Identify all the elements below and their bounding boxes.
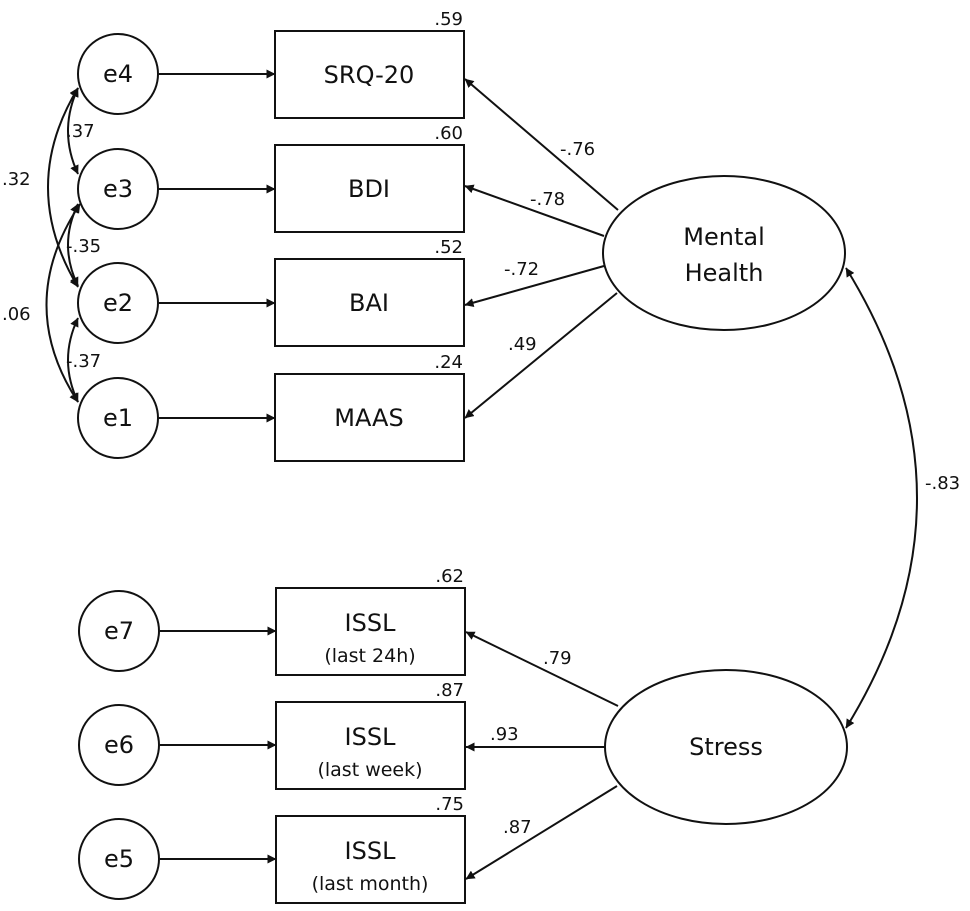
loading-st-isslmonth [465, 785, 618, 880]
latent-stress-label: Stress [689, 733, 763, 761]
indicator-bai-r2: .52 [434, 237, 463, 258]
loading-mh-maas [464, 292, 618, 419]
indicator-bai-label: BAI [349, 289, 389, 317]
cov-e4-e3-label: .37 [66, 121, 95, 142]
indicator-issl-month-label: ISSL [345, 837, 397, 865]
cov-e3-e2-label: -.35 [66, 236, 101, 257]
indicator-issl-24h: ISSL (last 24h) .62 [275, 566, 466, 676]
error-e1-label: e1 [103, 404, 133, 432]
indicator-srq20-label: SRQ-20 [324, 61, 415, 89]
error-e1: e1 [77, 377, 159, 459]
error-e3: e3 [77, 148, 159, 230]
indicator-issl-24h-r2: .62 [435, 566, 464, 587]
cov-mh-stress-label: -.83 [925, 473, 960, 494]
loading-mh-maas-label: .49 [508, 334, 537, 355]
error-e2-label: e2 [103, 289, 133, 317]
loading-st-issl24-label: .79 [543, 648, 572, 669]
indicator-issl-week-label: ISSL [345, 723, 397, 751]
cov-e4-e2-label: .32 [2, 169, 31, 190]
indicator-issl-week-sublabel: (last week) [317, 759, 422, 781]
indicator-issl-month-r2: .75 [435, 794, 464, 815]
latent-mental-health: Mental Health [602, 175, 846, 331]
loading-st-issl24 [465, 631, 619, 707]
cov-e2-e1-label: -.37 [66, 351, 101, 372]
error-e4: e4 [77, 33, 159, 115]
indicator-maas: MAAS .24 [274, 352, 465, 462]
loading-mh-bai-label: -.72 [504, 259, 539, 280]
indicator-maas-r2: .24 [434, 352, 463, 373]
indicator-issl-24h-sublabel: (last 24h) [324, 645, 415, 667]
indicator-issl-month-sublabel: (last month) [312, 873, 429, 895]
loading-mh-bdi-label: -.78 [530, 189, 565, 210]
error-e4-label: e4 [103, 60, 133, 88]
indicator-issl-week-r2: .87 [435, 680, 464, 701]
indicator-bdi-label: BDI [348, 175, 390, 203]
cov-e2-e1 [67, 317, 79, 403]
indicator-srq20-r2: .59 [434, 9, 463, 30]
cov-mh-stress [845, 267, 918, 729]
cov-e3-e1-label: .06 [2, 304, 31, 325]
indicator-bdi: BDI .60 [274, 123, 465, 233]
latent-mental-health-line1: Mental [683, 223, 764, 251]
error-e7: e7 [78, 590, 160, 672]
error-e5-label: e5 [104, 845, 134, 873]
error-e5: e5 [78, 818, 160, 900]
error-e2: e2 [77, 262, 159, 344]
loading-mh-srq20-label: -.76 [560, 139, 595, 160]
indicator-bai: BAI .52 [274, 237, 465, 347]
indicator-issl-month: ISSL (last month) .75 [275, 794, 466, 904]
latent-mental-health-line2: Health [685, 259, 764, 287]
error-e6: e6 [78, 704, 160, 786]
loading-st-isslmonth-label: .87 [503, 817, 532, 838]
loading-mh-bai [464, 265, 605, 308]
indicator-issl-24h-label: ISSL [345, 609, 397, 637]
indicator-issl-week: ISSL (last week) .87 [275, 680, 466, 790]
cov-e4-e2 [47, 87, 79, 288]
indicator-maas-label: MAAS [334, 404, 403, 432]
indicator-bdi-r2: .60 [434, 123, 463, 144]
error-e6-label: e6 [104, 731, 134, 759]
loading-st-isslweek-label: .93 [490, 724, 519, 745]
loading-mh-srq20 [464, 78, 619, 211]
loading-mh-bdi [464, 184, 605, 237]
cov-e3-e1 [45, 203, 81, 403]
error-e3-label: e3 [103, 175, 133, 203]
error-e7-label: e7 [104, 617, 134, 645]
indicator-srq20: SRQ-20 .59 [274, 9, 465, 119]
latent-stress: Stress [604, 669, 848, 825]
